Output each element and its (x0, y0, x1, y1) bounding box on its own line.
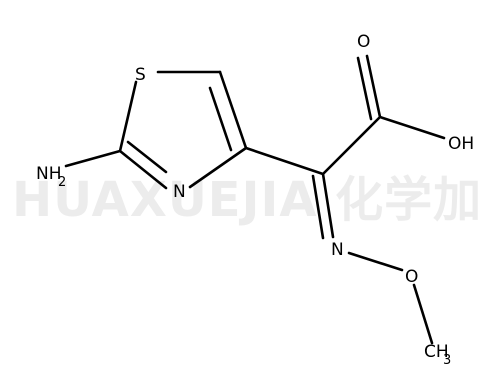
atom-amino-subscript: 2 (58, 175, 66, 190)
atom-amino-nh: NH (36, 164, 62, 184)
bond-o-ch3 (412, 283, 434, 345)
atom-sulfur: S (135, 65, 146, 85)
atom-oxime-nitrogen: N (331, 240, 344, 260)
atom-hydroxyl: OH (448, 134, 474, 154)
atom-methyl-ch: CH (424, 342, 449, 362)
atom-methyl-subscript: 3 (443, 353, 451, 368)
bond-c2-nh2 (64, 149, 122, 168)
bond-n3-c2-double (126, 140, 168, 174)
bond-calpha-noxime-b (311, 174, 325, 240)
bond-c4-calpha (244, 146, 325, 176)
bond-ccooh-o-double-b (356, 56, 373, 121)
bond-ccooh-o-double-a (365, 54, 382, 119)
bond-calpha-noxime-a (321, 172, 335, 239)
bond-c4-n3 (188, 146, 248, 189)
atom-ring-nitrogen: N (173, 182, 186, 202)
bond-calpha-ccooh (321, 115, 382, 176)
bond-ccooh-oh (378, 115, 446, 140)
watermark-text: HUAXUEJIA 化学加 (12, 172, 482, 228)
bond-noxime-o (347, 251, 404, 272)
atom-carbonyl-oxygen: O (357, 32, 370, 52)
bond-c5-c4-double (208, 86, 233, 152)
bond-c5-c4 (218, 70, 248, 150)
bond-c2-s (118, 80, 138, 153)
bond-n3-c2 (118, 149, 168, 190)
atom-ether-oxygen: O (405, 267, 418, 287)
